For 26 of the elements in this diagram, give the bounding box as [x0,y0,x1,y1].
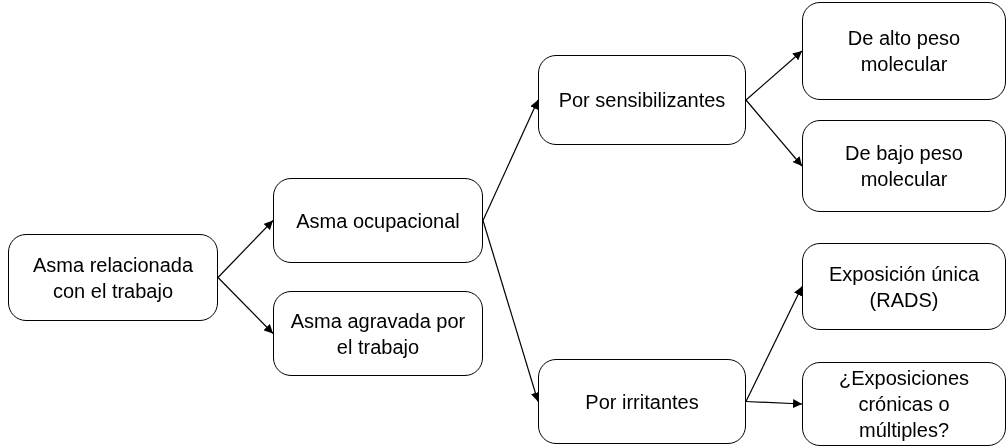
process-box [802,243,1006,330]
node-label: Exposición única (RADS) [827,261,981,313]
arrow [745,50,803,101]
node-label: Asma relacionada con el trabajo [31,252,195,304]
node-label: De alto peso molecular [846,26,962,77]
arrow [745,99,803,167]
process-box [273,291,483,376]
node-label: ¿Exposiciones crónicas o múltiples? [837,366,971,443]
arrow [745,399,803,409]
node-label: Por sensibilizantes [558,88,726,113]
process-box [802,2,1006,100]
arrow [745,285,803,403]
process-box [8,234,218,321]
node-label: Por irritantes [585,389,699,415]
node-label: Asma agravada por el trabajo [289,308,467,360]
node-label: Asma ocupacional [296,208,460,234]
arrow [217,276,274,335]
process-box [538,55,746,145]
process-box [273,178,483,263]
process-box [802,362,1006,446]
arrow [217,219,274,279]
process-box [802,120,1006,212]
arrow [482,219,540,403]
process-box [538,359,746,444]
arrow [482,99,539,222]
node-label: De bajo peso molecular [844,141,964,192]
